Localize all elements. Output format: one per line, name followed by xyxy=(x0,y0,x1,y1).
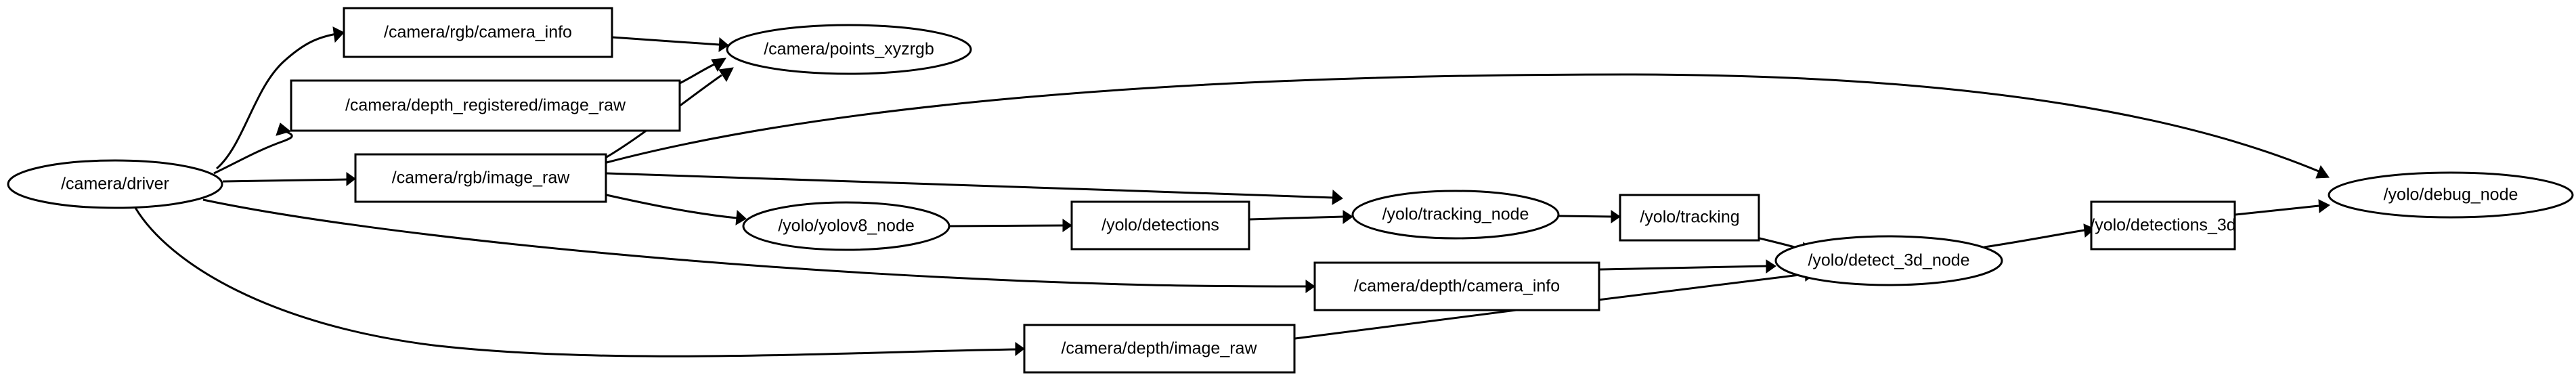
edge-driver-to-depth-registered-image-raw xyxy=(213,123,293,175)
graph-node-yolo-detections-3d[interactable]: /yolo/detections_3d xyxy=(2090,200,2236,251)
nodes-layer: /camera/driver /camera/rgb/camera_info /… xyxy=(7,7,2574,374)
edge-detect-3d-node-to-detections-3d xyxy=(1984,223,2095,248)
edge-rgb-image-raw-to-tracking-node xyxy=(606,172,1343,205)
graph-node-camera-depth-registered-image-raw[interactable]: /camera/depth_registered/image_raw xyxy=(290,79,681,132)
graph-node-yolo-tracking-node[interactable]: /yolo/tracking_node xyxy=(1351,190,1560,240)
edge-rgb-camera-info-to-points-xyzrgb xyxy=(611,36,729,52)
graph-node-camera-rgb-image-raw[interactable]: /camera/rgb/image_raw xyxy=(354,153,607,203)
edge-detections-to-tracking-node xyxy=(1249,210,1353,224)
edge-depth-registered-image-raw-to-points-xyzrgb xyxy=(679,58,726,85)
graph-node-yolo-yolov8-node[interactable]: /yolo/yolov8_node xyxy=(742,201,951,251)
edge-rgb-image-raw-to-yolov8-node xyxy=(606,194,747,225)
edges-layer xyxy=(134,26,2330,357)
graph-node-camera-driver[interactable]: /camera/driver xyxy=(7,159,223,209)
edge-depth-camera-info-to-detect-3d-node xyxy=(1599,259,1776,274)
edge-detections-3d-to-debug-node xyxy=(2235,199,2330,216)
edge-rgb-image-raw-to-debug-node xyxy=(606,73,2330,179)
graph-node-camera-depth-camera-info[interactable]: /camera/depth/camera_info xyxy=(1313,261,1600,311)
edge-yolov8-node-to-detections xyxy=(949,219,1072,232)
graph-node-camera-rgb-camera-info[interactable]: /camera/rgb/camera_info xyxy=(343,7,613,58)
edge-driver-to-depth-image-raw xyxy=(134,207,1025,357)
graph-node-yolo-debug-node[interactable]: /yolo/debug_node xyxy=(2328,171,2574,219)
graph-node-yolo-detect-3d-node[interactable]: /yolo/detect_3d_node xyxy=(1774,235,2003,286)
graph-node-camera-points-xyzrgb[interactable]: /camera/points_xyzrgb xyxy=(726,24,972,75)
graph-node-yolo-tracking[interactable]: /yolo/tracking xyxy=(1619,194,1760,242)
edge-driver-to-depth-camera-info xyxy=(202,198,1315,293)
edge-driver-to-rgb-image-raw xyxy=(222,172,356,187)
edge-driver-to-rgb-camera-info xyxy=(216,26,345,170)
edge-tracking-node-to-tracking xyxy=(1558,210,1621,223)
graph-node-yolo-detections[interactable]: /yolo/detections xyxy=(1070,200,1250,251)
graph-node-camera-depth-image-raw[interactable]: /camera/depth/image_raw xyxy=(1023,324,1296,374)
